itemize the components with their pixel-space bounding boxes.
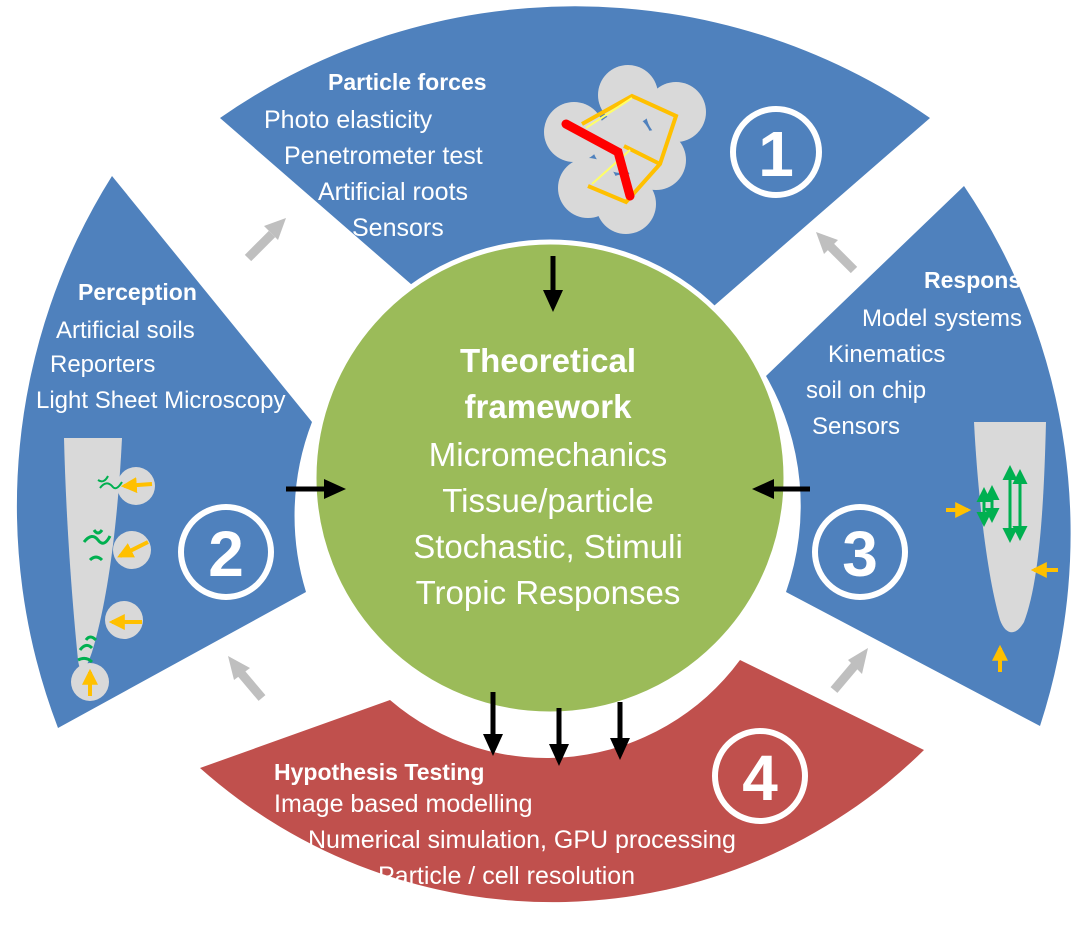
number-badge-3: 3 [812, 504, 908, 600]
particle-forces-title: Particle forces [328, 69, 487, 95]
hypothesis-testing-item: Particle / cell resolution [378, 862, 635, 890]
perception-item: Reporters [50, 351, 155, 378]
number-3: 3 [842, 518, 878, 590]
segment-hypothesis-testing [200, 660, 924, 903]
perception-item: Artificial soils [56, 317, 195, 344]
number-1: 1 [758, 118, 794, 190]
response-item: Kinematics [828, 341, 945, 368]
response-item: soil on chip [806, 377, 926, 404]
particle-forces-item: Photo elasticity [264, 106, 433, 134]
center-item: Stochastic, Stimuli [413, 528, 683, 565]
gray-arrow-icon [244, 218, 286, 262]
black-arrow-icon [543, 256, 563, 312]
particle-cluster-icon [544, 65, 706, 234]
particle-forces-item: Artificial roots [318, 178, 468, 206]
particle-forces-item: Sensors [352, 214, 444, 242]
center-item: Tropic Responses [416, 574, 681, 611]
root-tip-icon [946, 422, 1058, 672]
number-badge-2: 2 [178, 504, 274, 600]
center-circle [311, 239, 789, 717]
segment-perception [16, 176, 313, 728]
perception-item: Light Sheet Microscopy [36, 387, 285, 414]
response-title: Response [924, 267, 1034, 293]
center-item: Micromechanics [429, 436, 667, 473]
black-arrow-icon [549, 708, 569, 766]
hypothesis-testing-item: Image based modelling [274, 790, 533, 818]
number-badge-4: 4 [712, 728, 808, 824]
black-arrow-icon [752, 479, 810, 499]
center-title-line2: framework [465, 388, 633, 425]
gray-arrow-icon [228, 656, 266, 701]
number-4: 4 [742, 742, 778, 814]
response-item: Model systems [862, 305, 1022, 332]
number-2: 2 [208, 518, 244, 590]
hypothesis-testing-title: Hypothesis Testing [274, 759, 484, 785]
particle-forces-item: Penetrometer test [284, 142, 483, 170]
center-title-line1: Theoretical [460, 342, 636, 379]
black-arrow-icon [483, 692, 503, 756]
hypothesis-testing-item: Numerical simulation, GPU processing [308, 826, 736, 854]
gray-arrow-icon [830, 648, 868, 693]
gray-arrow-icon [816, 232, 858, 274]
response-item: Sensors [812, 413, 900, 440]
black-arrow-icon [286, 479, 346, 499]
center-item: Tissue/particle [442, 482, 654, 519]
perception-title: Perception [78, 279, 197, 305]
black-arrow-icon [610, 702, 630, 760]
number-badge-1: 1 [730, 106, 822, 198]
root-tip-icon [64, 438, 155, 701]
